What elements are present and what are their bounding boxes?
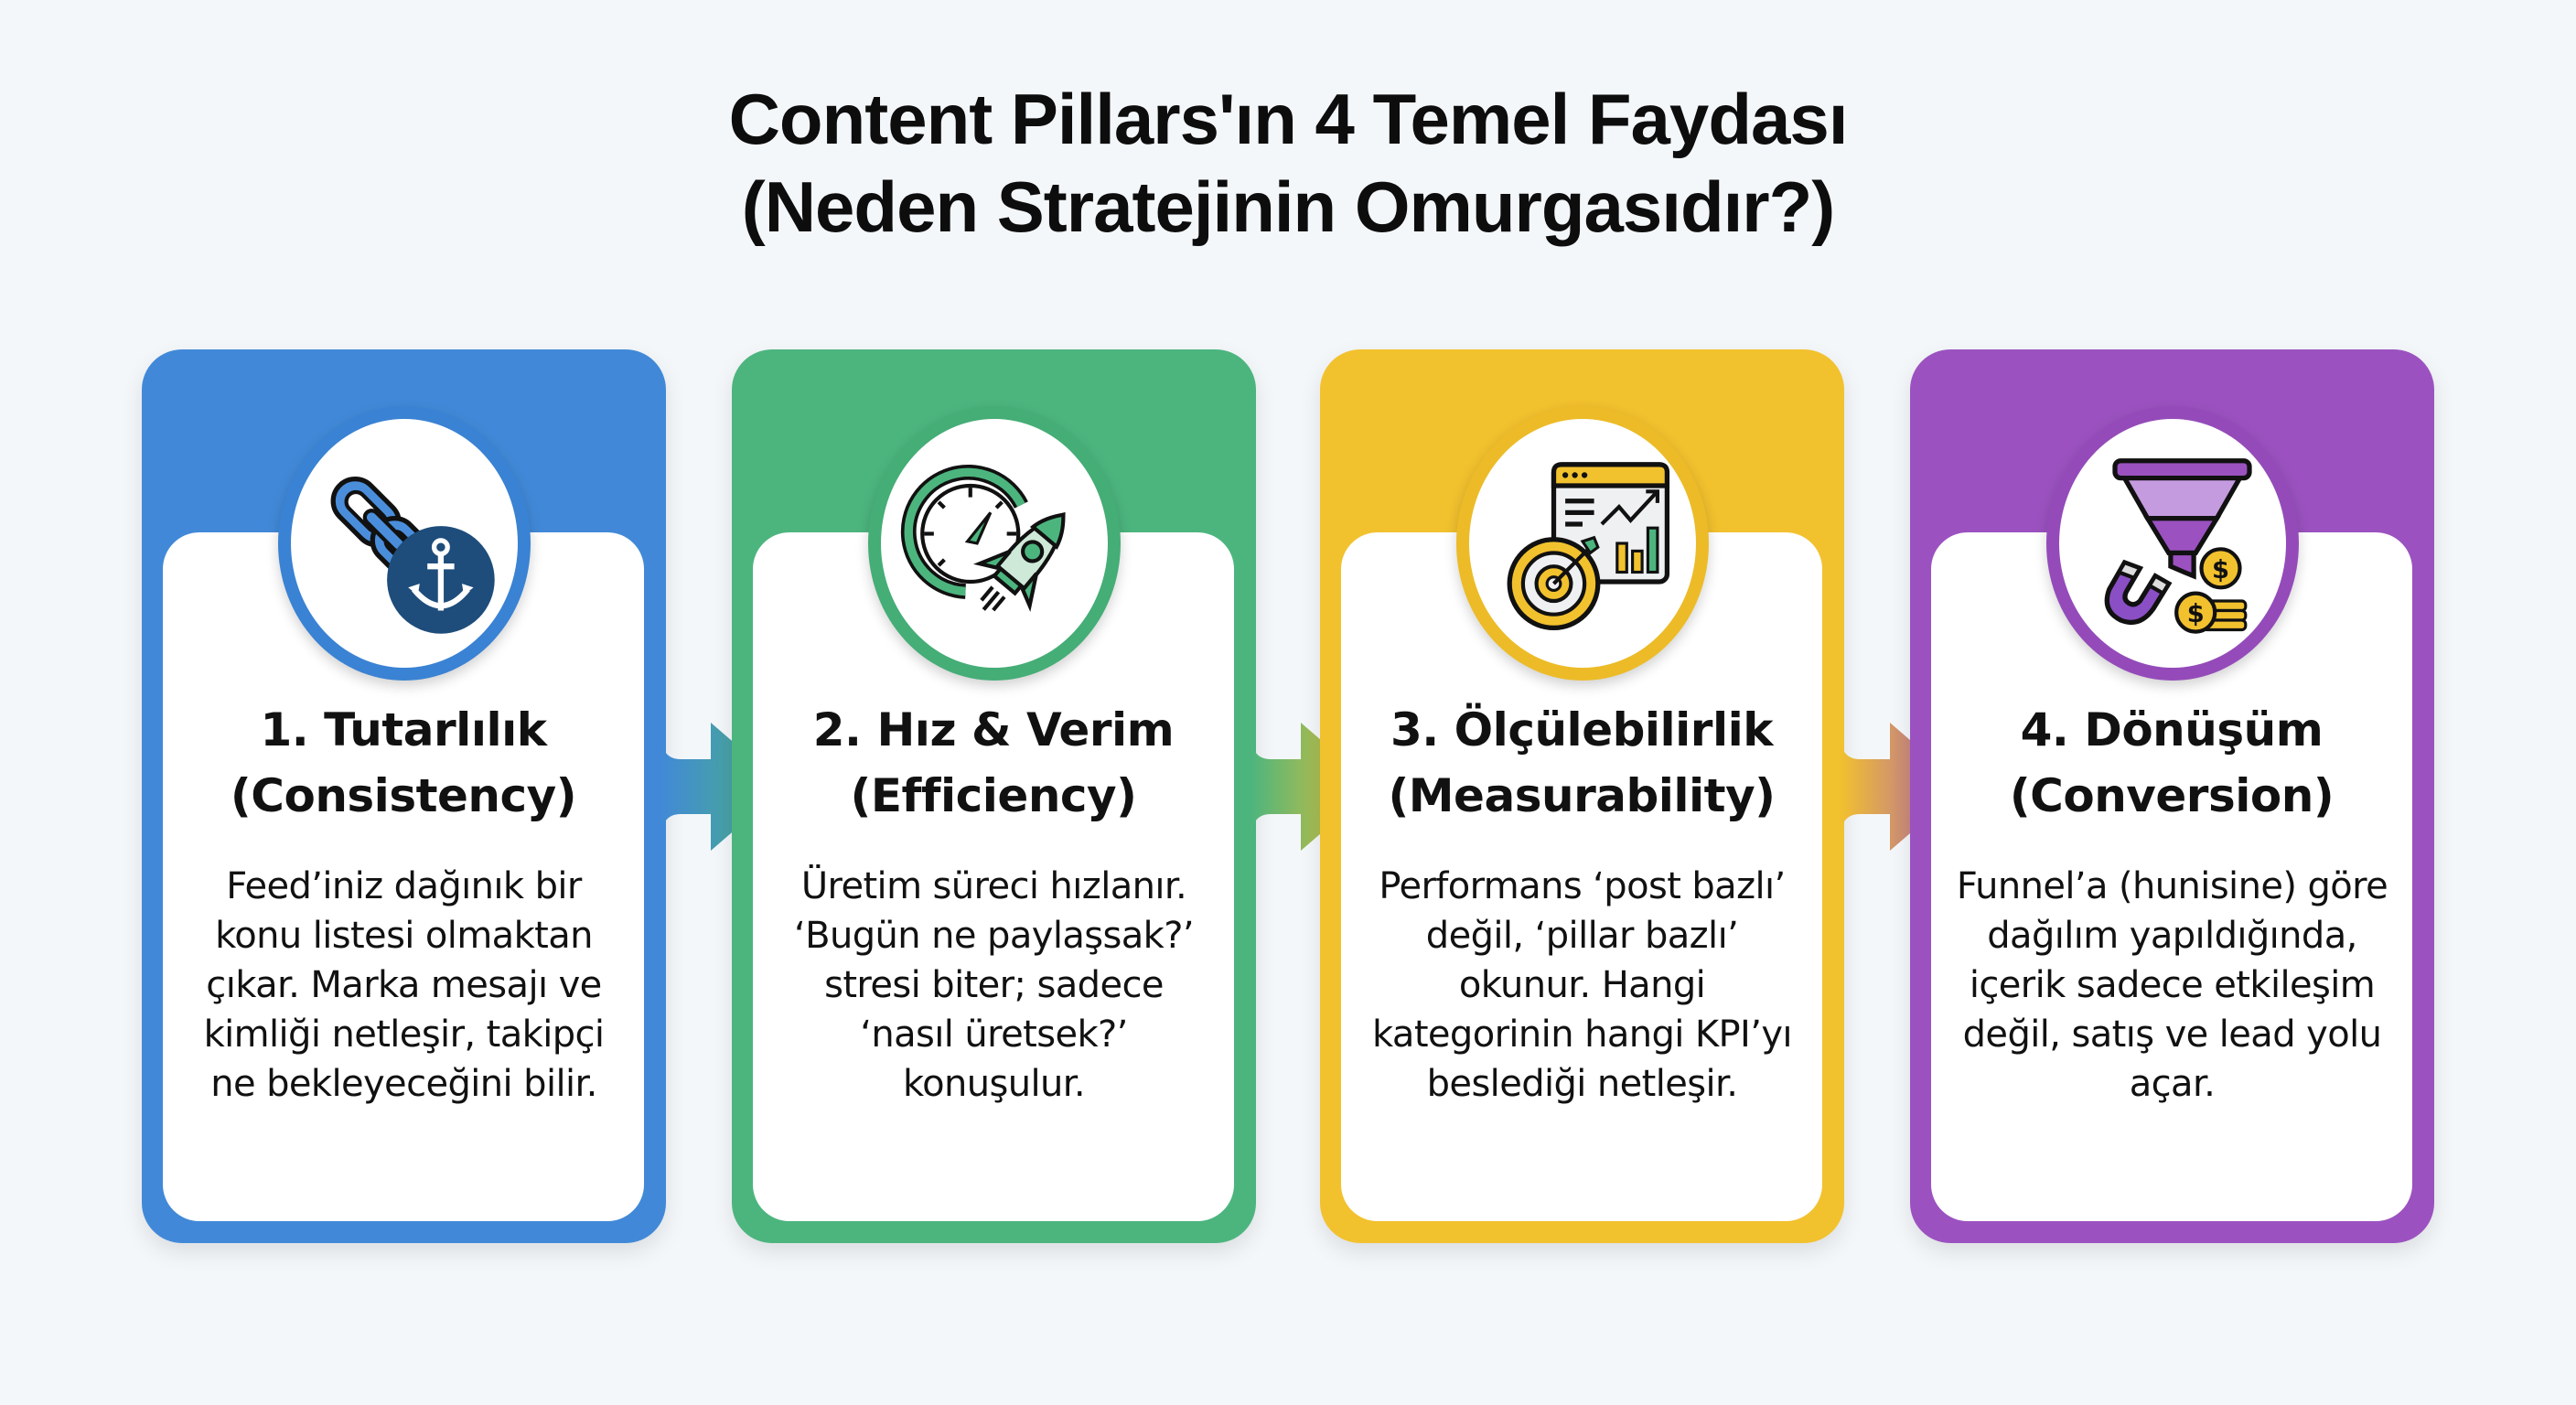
analytics-dashboard-target-icon	[1507, 462, 1669, 631]
card-description: Feed’iniz dağınık bir konu listesi olmak…	[203, 865, 605, 1105]
card-heading-line-1: 4. Dönüşüm	[2020, 703, 2324, 756]
funnel-magnet-coins-icon: $ $	[2104, 458, 2252, 634]
arrow-right-icon	[660, 723, 785, 851]
icon-badge	[867, 406, 1121, 681]
card-heading-line-2: (Measurability)	[1388, 769, 1776, 822]
stopwatch-rocket-icon	[900, 464, 1066, 612]
card-heading-line-2: (Efficiency)	[850, 769, 1137, 822]
benefit-card-conversion: $ $ 4. Dönüşüm (Conversion) Funnel’a (hu…	[1910, 349, 2434, 1243]
benefit-card-measurability: 3. Ölçülebilirlik (Measurability) Perfor…	[1320, 349, 1844, 1243]
card-heading-line-2: (Conversion)	[2009, 769, 2334, 822]
card-description: Funnel’a (hunisine) göre dağılım yapıldı…	[1956, 865, 2388, 1105]
card-heading-line-1: 3. Ölçülebilirlik	[1390, 703, 1774, 756]
arrow-right-icon	[1840, 723, 1964, 851]
arrow-right-icon	[1250, 723, 1375, 851]
benefit-card-efficiency: 2. Hız & Verim (Efficiency) Üretim sürec…	[732, 349, 1256, 1243]
icon-badge	[1455, 406, 1709, 681]
chain-link-anchor-icon	[330, 476, 495, 634]
svg-text:$: $	[2186, 600, 2204, 628]
card-heading-line-1: 1. Tutarlılık	[260, 703, 547, 756]
icon-badge: $ $	[2045, 406, 2299, 681]
title-line-1: Content Pillars'ın 4 Temel Faydası	[728, 79, 1849, 159]
card-description: Performans ‘post bazlı’ değil, ‘pillar b…	[1372, 865, 1793, 1105]
card-heading: 2. Hız & Verim (Efficiency)	[753, 697, 1234, 829]
card-heading-line-1: 2. Hız & Verim	[812, 703, 1175, 756]
card-description: Üretim süreci hızlanır. ‘Bugün ne paylaş…	[794, 865, 1195, 1105]
title-line-2: (Neden Stratejinin Omurgasıdır?)	[741, 166, 1835, 247]
card-heading-line-2: (Consistency)	[230, 769, 577, 822]
card-heading: 1. Tutarlılık (Consistency)	[163, 697, 644, 829]
card-heading: 3. Ölçülebilirlik (Measurability)	[1341, 697, 1822, 829]
svg-text:$: $	[2212, 556, 2229, 585]
icon-badge	[277, 406, 531, 681]
benefit-card-consistency: 1. Tutarlılık (Consistency) Feed’iniz da…	[142, 349, 666, 1243]
page-title: Content Pillars'ın 4 Temel Faydası (Nede…	[0, 75, 2576, 251]
card-heading: 4. Dönüşüm (Conversion)	[1931, 697, 2412, 829]
